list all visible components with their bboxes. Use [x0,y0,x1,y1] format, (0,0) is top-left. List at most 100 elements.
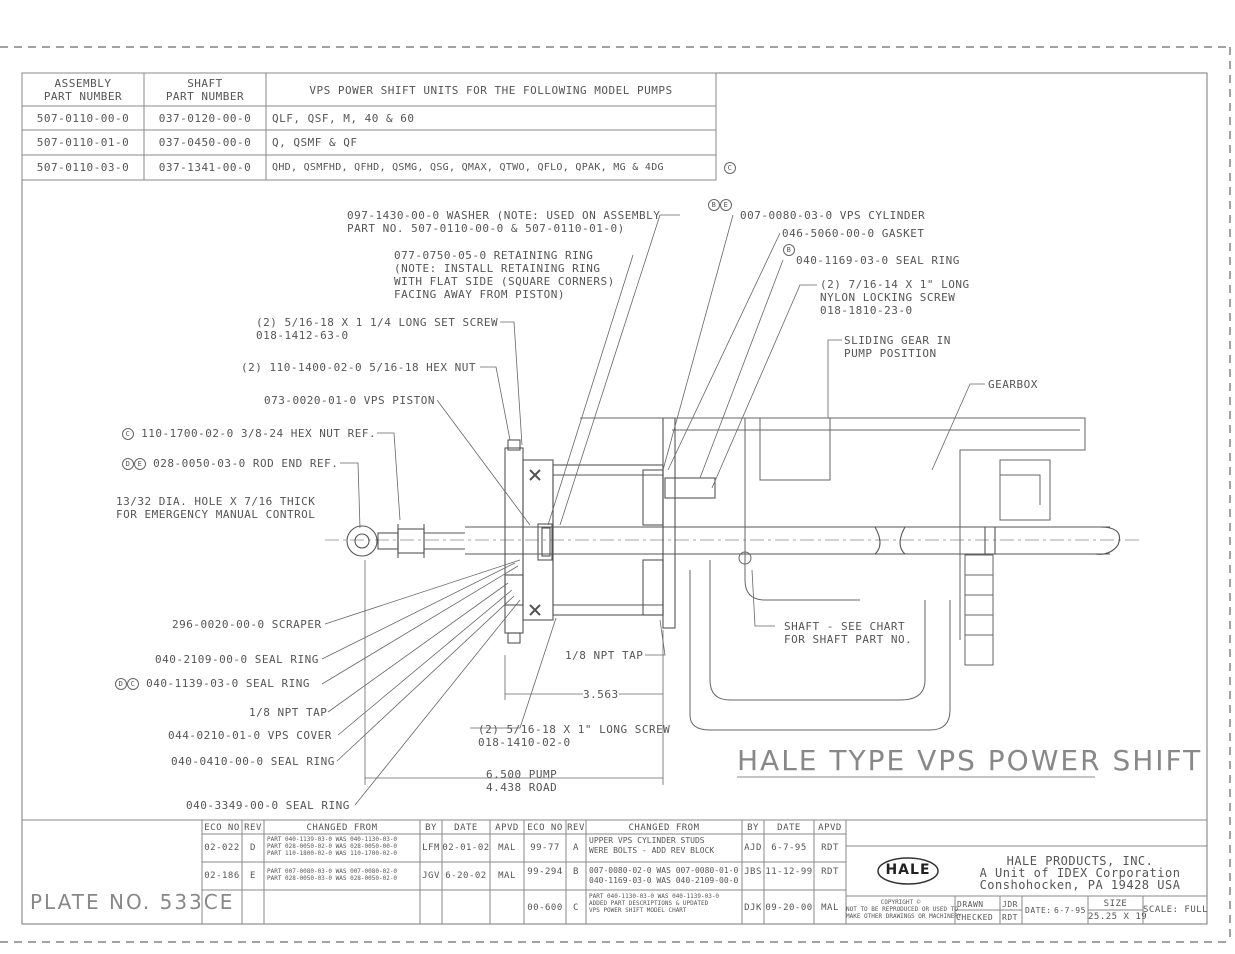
callout-seal-3349: 040-3349-00-0 SEAL RING [186,799,350,812]
table-header-assembly: ASSEMBLY PART NUMBER [43,77,123,103]
plate-number: PLATE NO. 533CE [30,890,235,914]
table-cell: 037-1341-00-0 [158,161,252,174]
callout-seal-2109: 040-2109-00-0 SEAL RING [155,653,319,666]
rev-cell: MAL [821,903,839,913]
callout-npt-right: 1/8 NPT TAP [565,649,644,662]
table-header-shaft: SHAFT PART NUMBER [165,77,245,103]
table-cell: 507-0110-03-0 [36,161,130,174]
size-label: SIZE [1103,899,1128,909]
rev-cell: 09-20-00 [765,903,813,913]
table-cell: 037-0120-00-0 [158,112,252,125]
rev-cell: LFM [422,843,440,853]
revision-mark-b: B [708,199,720,211]
callout-seal-1169: 040-1169-03-0 SEAL RING [796,254,960,267]
rev-cell: UPPER VPS CYLINDER STUDS WERE BOLTS - AD… [589,836,715,855]
rev-cell: JBS [744,867,762,877]
callout-seal-1139: 040-1139-03-0 SEAL RING [146,677,310,690]
callout-seal-0410: 040-0410-00-0 SEAL RING [171,755,335,768]
revision-mark-e: E [134,458,146,470]
callout-gearbox: GEARBOX [988,378,1038,391]
rev-header: APVD [818,823,842,833]
revision-mark-c: C [122,428,134,440]
rev-header: CHANGED FROM [628,823,700,833]
copyright-notice: COPYRIGHT © NOT TO BE REPRODUCED OR USED… [846,899,962,920]
revision-mark-c: C [724,162,736,174]
drawn-value: JDR [1002,900,1018,909]
rev-header: BY [425,823,437,833]
rev-header: DATE [454,823,478,833]
revision-mark-d: D [122,458,134,470]
revision-mark-e: E [720,199,732,211]
rev-cell: JGV [422,871,440,881]
rev-header: APVD [495,823,519,833]
checked-label: CHECKED [956,913,994,922]
callout-gasket: 046-5060-00-0 GASKET [782,227,925,240]
rev-header: ECO NO [204,823,240,833]
checked-value: RDT [1002,913,1018,922]
date-value: 6-7-95 [1054,906,1086,915]
rev-cell: MAL [498,843,516,853]
rev-header: BY [747,823,759,833]
rev-header: DATE [777,823,801,833]
rev-cell: 00-600 [527,903,563,913]
company-unit: A Unit of IDEX Corporation [979,866,1181,880]
callout-rod-end: 028-0050-03-0 ROD END REF. [153,457,339,470]
callout-scraper: 296-0020-00-0 SCRAPER [172,618,322,631]
rev-cell: 02-01-02 [442,843,490,853]
rev-cell: 99-77 [530,843,560,853]
rev-cell: PART 040-1130-03-0 WAS 040-1139-03-0 ADD… [589,893,720,914]
rev-cell: B [573,867,579,877]
rev-cell: DJK [744,903,762,913]
rod-end-geometry [346,524,465,558]
rev-cell: MAL [498,871,516,881]
table-cell: 037-0450-00-0 [158,136,252,149]
company-name: HALE PRODUCTS, INC. [1006,854,1154,868]
table-cell: 507-0110-01-0 [36,136,130,149]
rev-cell: 99-294 [527,867,563,877]
rev-header: REV [567,823,585,833]
rev-cell: 11-12-99 [765,867,813,877]
callout-hole: 13/32 DIA. HOLE X 7/16 THICK FOR EMERGEN… [116,495,316,521]
callout-retaining-ring: 077-0750-05-0 RETAINING RING (NOTE: INST… [394,249,615,301]
rev-header: ECO NO [527,823,563,833]
table-cell: QHD, QSMFHD, QFHD, QSMG, QSG, QMAX, QTWO… [272,162,664,173]
dimension-lines [364,560,664,785]
rev-cell: D [250,843,256,853]
date-label: DATE: [1025,906,1052,915]
callout-nylon-screw: (2) 7/16-14 X 1" LONG NYLON LOCKING SCRE… [820,278,970,317]
leader-lines [321,214,985,806]
gearbox-geometry [580,417,1086,731]
rev-cell: C [573,903,579,913]
callout-piston: 073-0020-01-0 VPS PISTON [264,394,435,407]
rev-cell: 6-20-02 [445,871,487,881]
rev-header: REV [244,823,262,833]
callout-shaft: SHAFT - SEE CHART FOR SHAFT PART NO. [784,620,913,646]
hale-logo: HALE [885,862,931,878]
callout-washer: 097-1430-00-0 WASHER (NOTE: USED ON ASSE… [347,209,661,235]
callout-hex-nut: (2) 110-1400-02-0 5/16-18 HEX NUT [241,361,477,374]
drawing-title: HALE TYPE VPS POWER SHIFT [737,744,1203,777]
callout-npt-left: 1/8 NPT TAP [249,706,328,719]
rev-cell: RDT [821,843,839,853]
rev-cell: AJD [744,843,762,853]
rev-cell: RDT [821,867,839,877]
rev-cell: PART 007-0080-03-0 WAS 007-0080-02-0 PAR… [267,868,398,882]
rev-header: CHANGED FROM [306,823,378,833]
table-cell: 507-0110-00-0 [36,112,130,125]
rev-cell: 02-022 [204,843,240,853]
revision-mark-c: C [127,678,139,690]
callout-set-screw: (2) 5/16-18 X 1 1/4 LONG SET SCREW 018-1… [256,316,499,342]
rev-cell: PART 040-1139-03-0 WAS 040-1130-03-0 PAR… [267,836,398,857]
callout-sliding-gear: SLIDING GEAR IN PUMP POSITION [844,334,951,360]
rev-cell: 6-7-95 [771,843,807,853]
table-header-models: VPS POWER SHIFT UNITS FOR THE FOLLOWING … [309,84,673,97]
rev-cell: E [250,871,256,881]
size-value: 25.25 X 19 [1088,912,1148,922]
callout-hex-nut-ref: 110-1700-02-0 3/8-24 HEX NUT REF. [141,427,377,440]
rev-cell: 007-0080-02-0 WAS 007-0080-01-0 040-1169… [589,866,739,885]
rev-cell: A [573,843,579,853]
callout-cover: 044-0210-01-0 VPS COVER [168,729,332,742]
drawn-label: DRAWN [957,900,984,909]
company-address: Conshohocken, PA 19428 USA [979,878,1181,892]
